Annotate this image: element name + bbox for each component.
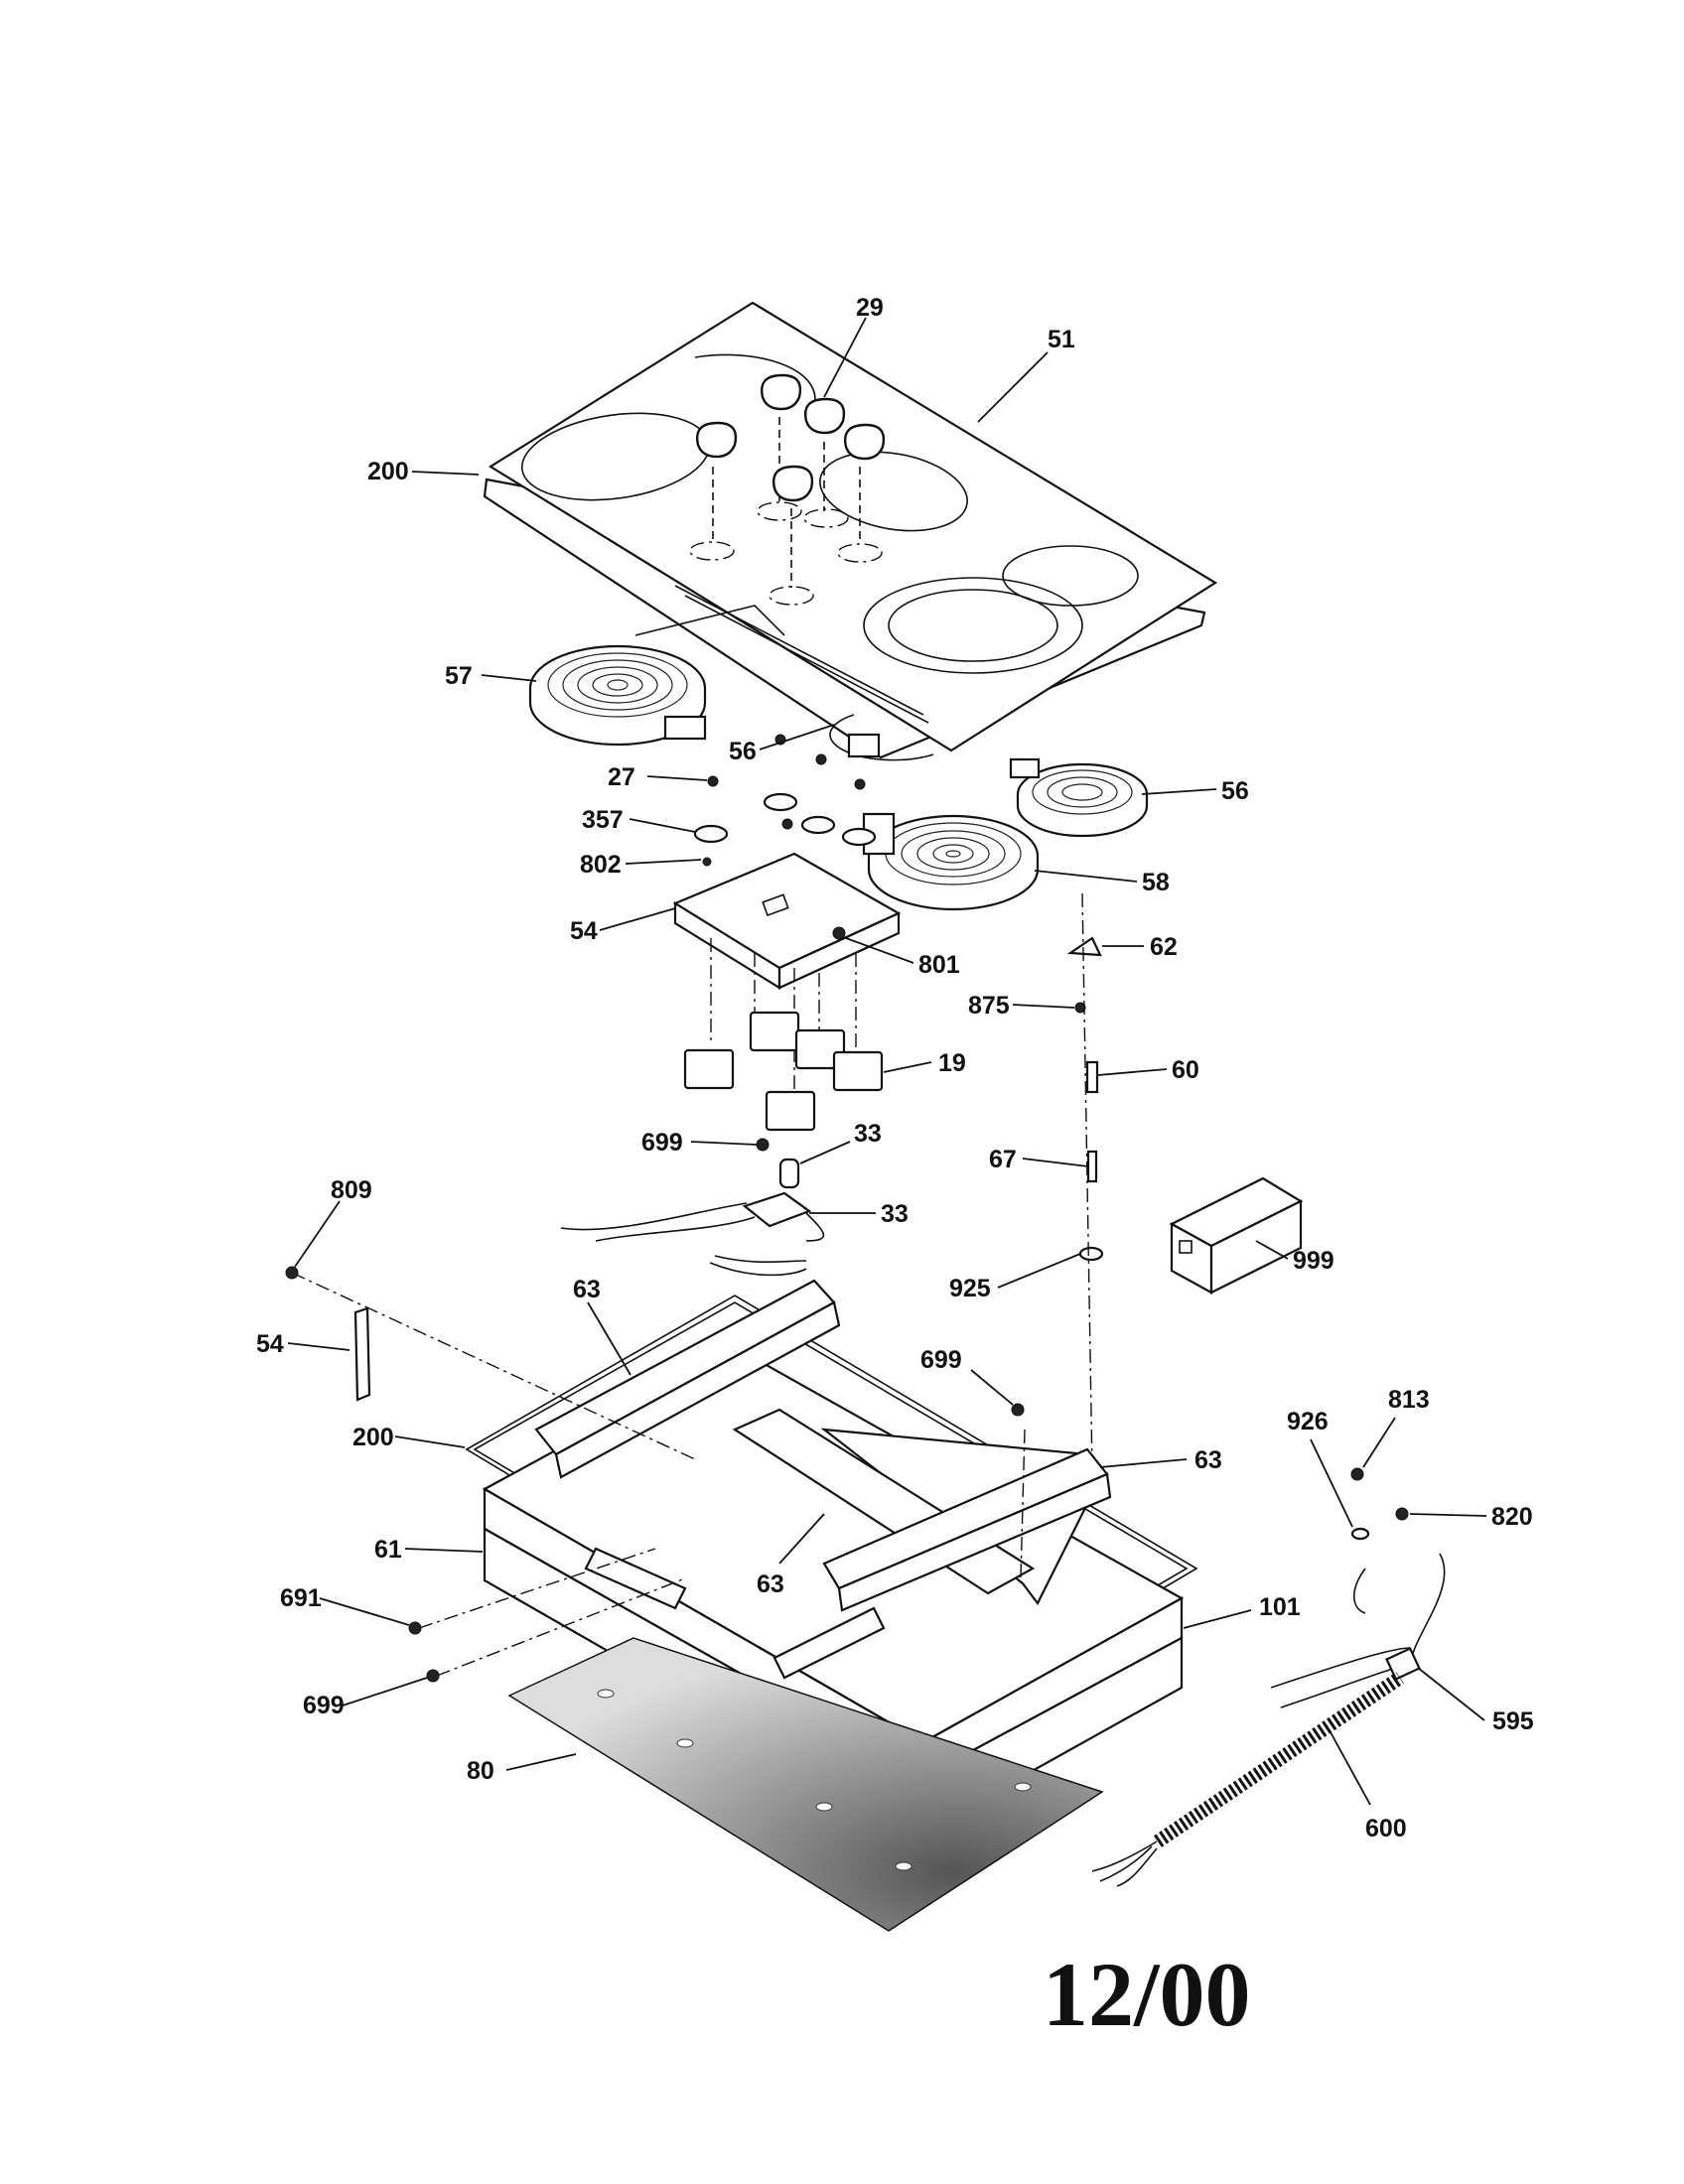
callout-63-c: 63 bbox=[757, 1570, 784, 1598]
callout-200-top: 200 bbox=[367, 458, 409, 485]
callout-875: 875 bbox=[968, 992, 1010, 1020]
callout-600: 600 bbox=[1365, 1815, 1407, 1843]
callout-54-left: 54 bbox=[256, 1330, 284, 1358]
callout-56-mid: 56 bbox=[729, 738, 757, 765]
callout-67: 67 bbox=[989, 1146, 1017, 1173]
knob-icon bbox=[772, 465, 814, 588]
callout-101: 101 bbox=[1259, 1593, 1301, 1621]
callout-labels: 29 51 200 57 56 56 27 357 802 54 58 801 … bbox=[256, 294, 1534, 1843]
callout-809: 809 bbox=[331, 1176, 372, 1204]
callout-595: 595 bbox=[1492, 1707, 1534, 1735]
callout-813: 813 bbox=[1388, 1386, 1430, 1414]
callout-801: 801 bbox=[918, 951, 960, 979]
callout-699-low: 699 bbox=[303, 1692, 345, 1719]
knob-icon bbox=[844, 423, 886, 544]
callout-29: 29 bbox=[856, 294, 884, 322]
insulation-pad bbox=[507, 1637, 1104, 1932]
package-box bbox=[1169, 1176, 1304, 1295]
terminal-block bbox=[560, 1138, 825, 1277]
callout-80: 80 bbox=[467, 1757, 494, 1785]
control-bracket bbox=[672, 852, 902, 1102]
callout-691: 691 bbox=[280, 1584, 322, 1612]
control-knobs bbox=[696, 373, 886, 588]
power-cord-assembly bbox=[1091, 1467, 1446, 1887]
infinite-switches bbox=[683, 1011, 884, 1132]
callout-699-top: 699 bbox=[641, 1129, 683, 1157]
callout-999: 999 bbox=[1293, 1247, 1334, 1275]
callout-54-mid: 54 bbox=[570, 917, 598, 945]
knob-icon bbox=[804, 397, 846, 511]
leader-lines bbox=[287, 317, 1487, 1806]
callout-33-a: 33 bbox=[854, 1120, 882, 1148]
date-code: 12/00 bbox=[1043, 1944, 1251, 2045]
callout-57: 57 bbox=[445, 662, 473, 690]
glass-cooktop-top bbox=[483, 301, 1218, 759]
ground-hardware bbox=[1066, 892, 1104, 1470]
frame-screws bbox=[285, 1266, 1025, 1683]
callout-63-b: 63 bbox=[1194, 1446, 1222, 1474]
knob-icon bbox=[696, 421, 738, 541]
callout-51: 51 bbox=[1048, 326, 1075, 353]
callout-802: 802 bbox=[580, 851, 622, 879]
callout-357: 357 bbox=[582, 806, 624, 834]
callout-58: 58 bbox=[1142, 869, 1170, 896]
callout-820: 820 bbox=[1491, 1503, 1533, 1531]
callout-62: 62 bbox=[1150, 933, 1178, 961]
callout-56-right: 56 bbox=[1221, 777, 1249, 805]
callout-63-a: 63 bbox=[573, 1276, 601, 1303]
callout-27: 27 bbox=[608, 763, 635, 791]
callout-925: 925 bbox=[949, 1275, 991, 1302]
callout-200-low: 200 bbox=[352, 1424, 394, 1451]
callout-33-b: 33 bbox=[881, 1200, 909, 1228]
heating-elements bbox=[528, 605, 1149, 911]
callout-60: 60 bbox=[1172, 1056, 1199, 1084]
callout-926: 926 bbox=[1287, 1408, 1329, 1435]
callout-61: 61 bbox=[374, 1536, 402, 1564]
callout-699-mid: 699 bbox=[920, 1346, 962, 1374]
callout-19: 19 bbox=[938, 1049, 966, 1077]
